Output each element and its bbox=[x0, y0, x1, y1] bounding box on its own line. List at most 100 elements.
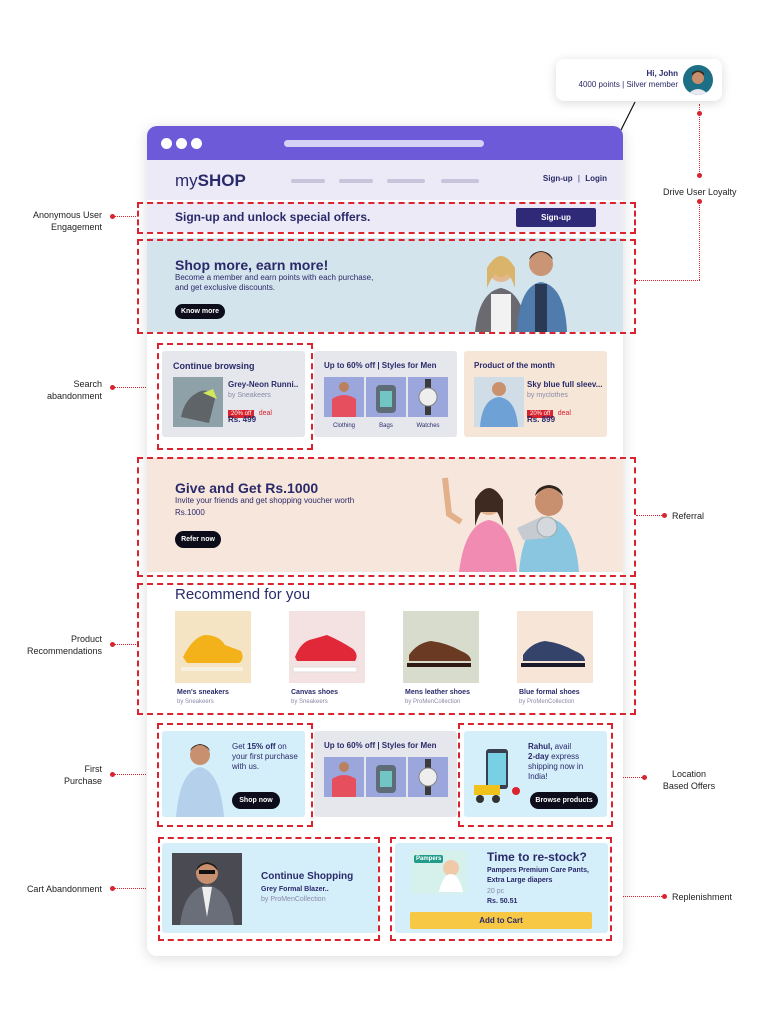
product-price: Rs. 899 bbox=[527, 415, 556, 424]
card-title: Up to 60% off | Styles for Men bbox=[324, 361, 437, 370]
signup-banner-text: Sign-up and unlock special offers. bbox=[175, 210, 371, 224]
nav-placeholder[interactable] bbox=[339, 179, 373, 183]
refer-now-button[interactable]: Refer now bbox=[175, 531, 221, 548]
clothing-image[interactable] bbox=[324, 757, 364, 797]
user-card[interactable]: Hi, John 4000 points | Silver member bbox=[556, 59, 722, 101]
clothing-image[interactable] bbox=[324, 377, 364, 417]
rec-item[interactable]: Men's sneakers by Sneakeers bbox=[175, 611, 280, 705]
site-header: mySHOP Sign-up | Login bbox=[147, 160, 623, 200]
friends-image bbox=[442, 477, 579, 572]
recommend-title: Recommend for you bbox=[175, 586, 311, 603]
canvas-shoe-image bbox=[289, 611, 365, 683]
product-name: Grey-Neon Runni.. bbox=[228, 380, 299, 389]
bags-image[interactable] bbox=[366, 377, 406, 417]
deal-label: deal bbox=[557, 410, 571, 417]
product-of-month-card[interactable]: Product of the month Sky blue full sleev… bbox=[464, 351, 607, 437]
leather-shoe-image bbox=[403, 611, 479, 683]
watches-image[interactable] bbox=[408, 757, 448, 797]
blazer-man-image bbox=[172, 853, 242, 925]
formal-shoe-image bbox=[517, 611, 593, 683]
label-cart-abandonment: Cart Abandonment bbox=[26, 884, 102, 894]
nav-placeholder[interactable] bbox=[441, 179, 479, 183]
shop-now-button[interactable]: Shop now bbox=[232, 792, 280, 809]
label-product-recs: Product Recommendations bbox=[26, 634, 102, 656]
know-more-button[interactable]: Know more bbox=[175, 304, 225, 319]
card-title: Product of the month bbox=[474, 361, 555, 370]
rec-item-name: Mens leather shoes bbox=[405, 689, 470, 696]
cart-title: Continue Shopping bbox=[261, 871, 354, 882]
category-clothing[interactable]: Clothing bbox=[332, 423, 355, 429]
loc-avail: avail bbox=[552, 742, 572, 751]
man-image bbox=[176, 744, 224, 817]
user-status: 4000 points | Silver member bbox=[578, 80, 678, 89]
fp-pre: Get bbox=[232, 742, 248, 751]
label-replenishment: Replenishment bbox=[672, 892, 733, 902]
hero-banner: Shop more, earn more! Become a member an… bbox=[147, 238, 623, 332]
pack-brand: Pampers bbox=[414, 855, 444, 863]
nav-placeholder[interactable] bbox=[291, 179, 325, 183]
label-referral: Referral bbox=[672, 511, 705, 521]
window-dot[interactable] bbox=[191, 138, 202, 149]
loc-name: Rahul, bbox=[528, 742, 553, 751]
label-anon-engagement: Anonymous User Engagement bbox=[32, 210, 102, 232]
product-thumbnail bbox=[474, 377, 524, 427]
card-title: Up to 60% off | Styles for Men bbox=[324, 741, 437, 750]
add-to-cart-button[interactable]: Add to Cart bbox=[410, 912, 592, 929]
sneaker-image bbox=[175, 611, 251, 683]
styles-for-men-card[interactable]: Up to 60% off | Styles for Men Clothing … bbox=[314, 351, 457, 437]
rec-item-brand: by Sneakeers bbox=[291, 699, 328, 705]
hero-title: Shop more, earn more! bbox=[175, 257, 329, 273]
signup-button[interactable]: Sign-up bbox=[516, 208, 596, 227]
category-watches[interactable]: Watches bbox=[416, 423, 440, 429]
first-purchase-card[interactable]: Get 15% off on your first purchase with … bbox=[162, 731, 305, 817]
header-separator: | bbox=[577, 174, 580, 183]
delivery-image bbox=[474, 749, 520, 803]
label-location-offers: Location Based Offers bbox=[662, 769, 716, 791]
fp-post: on your first purchase with us. bbox=[232, 742, 298, 771]
restock-card[interactable]: Pampers Time to re-stock? Pampers Premiu… bbox=[395, 843, 608, 933]
referral-banner: Give and Get Rs.1000 Invite your friends… bbox=[147, 458, 623, 572]
fp-bold: 15% off bbox=[247, 742, 276, 751]
browse-products-button[interactable]: Browse products bbox=[530, 792, 598, 809]
card-title: Continue browsing bbox=[173, 361, 255, 371]
login-link[interactable]: Login bbox=[585, 174, 607, 183]
hero-subtitle: Become a member and earn points with eac… bbox=[175, 273, 374, 292]
rec-item[interactable]: Canvas shoes by Sneakeers bbox=[289, 611, 394, 705]
loc-bold: 2-day bbox=[528, 752, 549, 761]
signup-link[interactable]: Sign-up bbox=[542, 174, 573, 183]
restock-product: Pampers Premium Care Pants, Extra Large … bbox=[487, 867, 589, 884]
cart-abandonment-card[interactable]: Continue Shopping Grey Formal Blazer.. b… bbox=[162, 843, 378, 933]
restock-qty: 20 pc bbox=[487, 888, 505, 895]
product-brand: by Sneakeers bbox=[228, 392, 271, 399]
rec-item[interactable]: Blue formal shoes by ProMenCollection bbox=[517, 611, 622, 705]
rec-item-name: Blue formal shoes bbox=[519, 689, 580, 696]
bags-image[interactable] bbox=[366, 757, 406, 797]
loc-post: express shipping now in India! bbox=[528, 752, 584, 781]
logo-shop: SHOP bbox=[197, 171, 246, 190]
deal-badge: 20% off bbox=[228, 410, 255, 418]
first-purchase-text: Get 15% off on your first purchase with … bbox=[232, 742, 300, 772]
browser-window: mySHOP Sign-up | Login Sign-up and unloc… bbox=[147, 126, 623, 956]
window-dot[interactable] bbox=[176, 138, 187, 149]
window-dot[interactable] bbox=[161, 138, 172, 149]
category-bags[interactable]: Bags bbox=[379, 423, 393, 429]
rec-item[interactable]: Mens leather shoes by ProMenCollection bbox=[403, 611, 508, 705]
site-logo[interactable]: mySHOP bbox=[175, 172, 246, 190]
label-first-purchase: First Purchase bbox=[63, 764, 102, 786]
nav-placeholder[interactable] bbox=[387, 179, 425, 183]
watches-image[interactable] bbox=[408, 377, 448, 417]
rec-item-brand: by ProMenCollection bbox=[519, 699, 575, 705]
user-greeting: Hi, John bbox=[646, 69, 678, 78]
deal-badge: 20% off bbox=[527, 410, 554, 418]
rec-item-brand: by ProMenCollection bbox=[405, 699, 461, 705]
referral-title: Give and Get Rs.1000 bbox=[175, 480, 319, 496]
continue-browsing-card[interactable]: Continue browsing Grey-Neon Runni.. by S… bbox=[162, 351, 305, 437]
cart-product: Grey Formal Blazer.. bbox=[261, 886, 329, 893]
address-bar[interactable] bbox=[284, 140, 484, 147]
rec-item-brand: by Sneakeers bbox=[177, 699, 214, 705]
cart-brand: by ProMenCollection bbox=[261, 896, 326, 903]
styles-for-men-card[interactable]: Up to 60% off | Styles for Men bbox=[314, 731, 457, 817]
product-brand: by myclothes bbox=[527, 392, 568, 399]
